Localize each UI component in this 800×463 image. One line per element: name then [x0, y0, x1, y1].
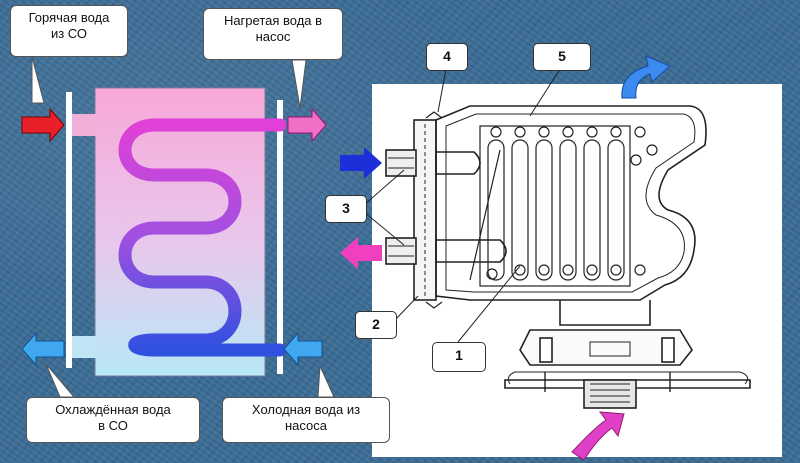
outlet-stub-bottom-left — [72, 336, 96, 358]
label-cooled-water-outlet: Охлаждённая вода в СО — [26, 397, 200, 443]
part-number-2: 2 — [355, 311, 397, 339]
housing-outline — [435, 105, 707, 301]
inlet-fitting — [385, 149, 417, 177]
pump-impeller — [583, 379, 637, 409]
label-line: Холодная вода из — [251, 402, 361, 417]
left-plate — [66, 92, 72, 368]
label-line: насос — [255, 29, 291, 44]
heated-water-outlet-arrow — [287, 107, 327, 143]
technical-drawing — [363, 68, 782, 457]
pointer-cooled-out — [45, 363, 76, 398]
pump-housing — [519, 329, 693, 366]
leader-3b — [363, 211, 405, 246]
drawing-outlet-arrow — [340, 237, 382, 269]
label-heated-water-outlet: Нагретая вода в насос — [203, 8, 343, 60]
drawing-panel — [372, 84, 782, 457]
label-cold-water-inlet: Холодная вода из насоса — [222, 397, 390, 443]
inlet-stub-top-left — [72, 114, 96, 136]
cooled-water-outlet-arrow — [21, 331, 65, 367]
leader-3a — [363, 169, 405, 206]
label-line: Охлаждённая вода — [55, 402, 171, 417]
hot-water-inlet-arrow — [21, 107, 65, 143]
pointer-hot-in — [31, 56, 45, 104]
drawing-bottom-curved-arrow — [571, 411, 625, 461]
label-line: Горячая вода — [28, 10, 110, 25]
part-number-3: 3 — [325, 195, 367, 223]
pointer-heated-out — [291, 59, 307, 109]
serpentine-coil — [118, 118, 287, 357]
drawing-top-curved-arrow — [621, 55, 671, 99]
tube-ends-bottom — [486, 264, 646, 280]
tube-bundle-box — [479, 125, 631, 287]
label-hot-water-inlet: Горячая вода из СО — [10, 5, 128, 57]
label-line: насоса — [284, 418, 327, 433]
part-number-1: 1 — [432, 342, 486, 372]
leader-1 — [457, 265, 521, 343]
pump-neck — [559, 300, 651, 326]
cold-water-inlet-arrow — [283, 331, 323, 367]
leader-2 — [394, 295, 419, 321]
label-line: в СО — [98, 418, 128, 433]
part-number-5: 5 — [533, 43, 591, 71]
outlet-nozzle — [435, 239, 507, 263]
leader-4 — [437, 68, 447, 113]
tube-ends-top — [490, 126, 658, 166]
label-line: из СО — [50, 26, 88, 41]
label-line: Нагретая вода в — [223, 13, 323, 28]
drawing-inlet-arrow — [340, 147, 382, 179]
right-plate — [277, 100, 283, 374]
part-number-4: 4 — [426, 43, 468, 71]
pointer-cold-in — [317, 365, 335, 398]
leader-5 — [529, 68, 561, 117]
coil-tubes — [469, 139, 625, 281]
schematic-exchanger — [66, 87, 287, 377]
